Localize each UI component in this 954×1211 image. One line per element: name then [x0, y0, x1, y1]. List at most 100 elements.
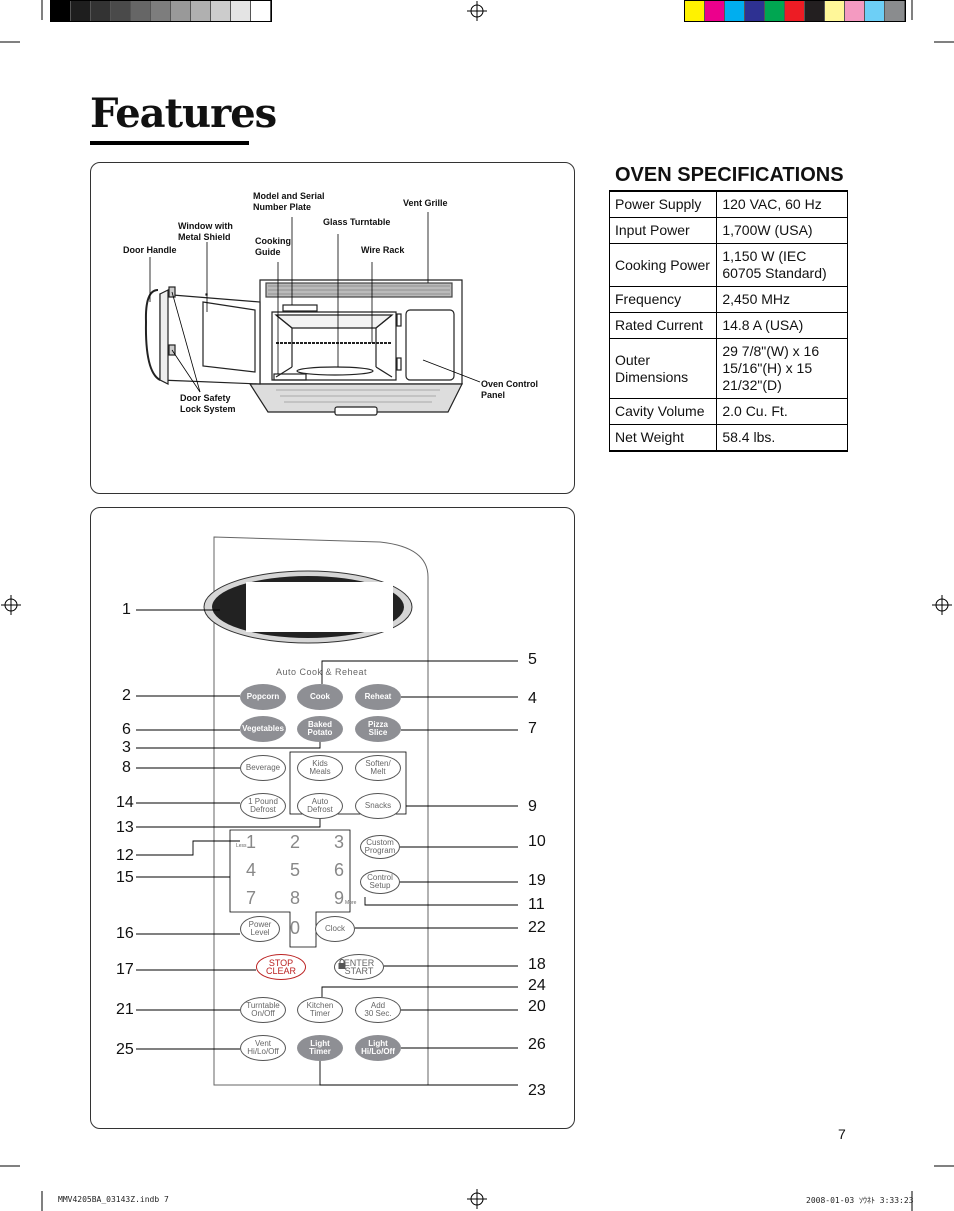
callout-number: 23: [528, 1082, 546, 1099]
callout-number: 12: [116, 847, 134, 864]
callout-number: 9: [528, 798, 537, 815]
lock-icon: [338, 959, 346, 969]
callout-number: 24: [528, 977, 546, 994]
keypad-key[interactable]: 7: [246, 888, 257, 908]
callout-number: 3: [122, 739, 131, 756]
keypad-key[interactable]: 1: [246, 832, 257, 852]
keypad-key[interactable]: 8: [290, 888, 301, 908]
label-model-plate: Model and Serial Number Plate: [253, 191, 325, 212]
footer-timestamp: 2008-01-03 ｿｳﾈﾄ 3:33:23: [806, 1196, 914, 1205]
label-wire-rack: Wire Rack: [361, 245, 405, 255]
callout-number: 19: [528, 872, 546, 889]
grayscale-color-bar: [50, 0, 272, 22]
callout-number: 20: [528, 998, 546, 1015]
title-underline: [90, 141, 249, 145]
color-swatch: [685, 1, 705, 21]
oven-illustration: [144, 212, 481, 416]
label-glass-turntable: Glass Turntable: [323, 217, 391, 227]
gray-swatch: [71, 1, 91, 21]
vegetables-button[interactable]: Vegetables: [240, 716, 286, 742]
power-level-button[interactable]: Power Level: [240, 916, 280, 942]
callout-number: 22: [528, 919, 546, 936]
gray-swatch: [91, 1, 111, 21]
callout-number: 6: [122, 721, 131, 738]
color-swatch: [765, 1, 785, 21]
auto-cook-label: Auto Cook & Reheat: [276, 667, 368, 677]
cook-button[interactable]: Cook: [297, 684, 343, 710]
color-swatch: [725, 1, 745, 21]
keypad-key[interactable]: 2: [290, 832, 301, 852]
gray-swatch: [231, 1, 251, 21]
light-button[interactable]: Light Hi/Lo/Off: [355, 1035, 401, 1061]
gray-swatch: [131, 1, 151, 21]
callout-number: 16: [116, 925, 134, 942]
kids-meals-button[interactable]: Kids Meals: [297, 755, 343, 781]
color-swatch: [825, 1, 845, 21]
clock-button[interactable]: Clock: [315, 916, 355, 942]
reheat-button[interactable]: Reheat: [355, 684, 401, 710]
callout-number: 15: [116, 869, 134, 886]
callout-number: 11: [528, 896, 545, 913]
color-swatch: [805, 1, 825, 21]
callout-number: 26: [528, 1036, 546, 1053]
enter-start-button[interactable]: ENTER START: [334, 954, 384, 980]
keypad-key[interactable]: 6: [334, 860, 345, 880]
gray-swatch: [111, 1, 131, 21]
keypad-key[interactable]: 4: [246, 860, 257, 880]
specs-title: OVEN SPECIFICATIONS: [615, 164, 844, 186]
stop-clear-button[interactable]: STOP CLEAR: [256, 954, 306, 980]
label-window: Window with Metal Shield: [178, 221, 233, 242]
pound-defrost-button[interactable]: 1 Pound Defrost: [240, 793, 286, 819]
callout-number: 1: [122, 601, 131, 618]
page-title: Features: [90, 90, 277, 137]
keypad-key[interactable]: 5: [290, 860, 301, 880]
label-door-handle: Door Handle: [123, 245, 177, 255]
add-30-sec-button[interactable]: Add 30 Sec.: [355, 997, 401, 1023]
gray-swatch: [251, 1, 271, 21]
kitchen-timer-button[interactable]: Kitchen Timer: [297, 997, 343, 1023]
keypad-key[interactable]: 3: [334, 832, 345, 852]
pizza-slice-button[interactable]: Pizza Slice: [355, 716, 401, 742]
gray-swatch: [211, 1, 231, 21]
beverage-button[interactable]: Beverage: [240, 755, 286, 781]
callout-number: 2: [122, 687, 131, 704]
callout-number: 13: [116, 819, 134, 836]
label-oven-control-panel: Oven Control Panel: [481, 379, 539, 400]
callout-number: 18: [528, 956, 546, 973]
callout-number: 7: [528, 720, 537, 737]
vent-button[interactable]: Vent Hi/Lo/Off: [240, 1035, 286, 1061]
callout-number: 10: [528, 833, 546, 850]
gray-swatch: [51, 1, 71, 21]
gray-swatch: [171, 1, 191, 21]
custom-program-button[interactable]: Custom Program: [360, 835, 400, 859]
color-calibration-bar: [684, 0, 906, 22]
baked-potato-button[interactable]: Baked Potato: [297, 716, 343, 742]
footer-filename: MMV4205BA_03143Z.indb 7: [58, 1195, 169, 1204]
less-label: Less: [236, 843, 247, 849]
page-number: 7: [838, 1126, 846, 1142]
label-cooking-guide: Cooking Guide: [255, 236, 291, 257]
popcorn-button[interactable]: Popcorn: [240, 684, 286, 710]
keypad-key[interactable]: 9: [334, 888, 345, 908]
callout-number: 14: [116, 794, 134, 811]
gray-swatch: [151, 1, 171, 21]
snacks-button[interactable]: Snacks: [355, 793, 401, 819]
soften-melt-button[interactable]: Soften/ Melt: [355, 755, 401, 781]
color-swatch: [705, 1, 725, 21]
callout-number: 4: [528, 690, 537, 707]
color-swatch: [745, 1, 765, 21]
callout-number: 17: [116, 961, 134, 978]
control-setup-button[interactable]: Control Setup: [360, 870, 400, 894]
light-timer-button[interactable]: Light Timer: [297, 1035, 343, 1061]
turntable-button[interactable]: Turntable On/Off: [240, 997, 286, 1023]
keypad-key[interactable]: 0: [290, 918, 301, 938]
auto-defrost-button[interactable]: Auto Defrost: [297, 793, 343, 819]
